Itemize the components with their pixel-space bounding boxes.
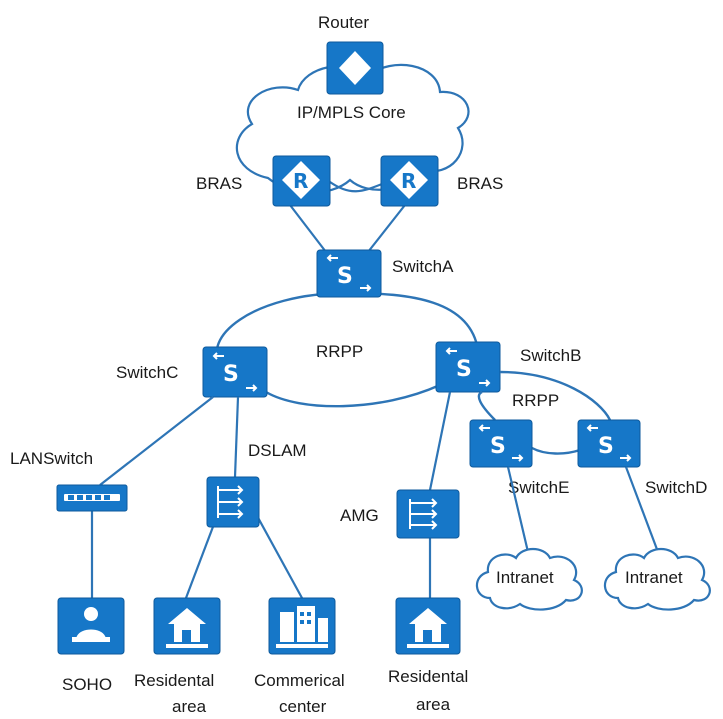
switchd-icon: S — [577, 419, 641, 468]
soho-icon — [57, 597, 125, 655]
link-bras-bras — [329, 181, 383, 193]
dslam-label: DSLAM — [248, 441, 307, 460]
svg-text:S: S — [223, 362, 239, 387]
residential-2-label-line1: Residental — [388, 667, 468, 686]
switche-icon: S — [469, 419, 533, 468]
link-switchb-amg — [428, 391, 452, 491]
rrpp-sub-label: RRPP — [512, 391, 559, 410]
switchc-icon: S — [202, 346, 268, 398]
intranet-1-label: Intranet — [496, 568, 554, 587]
residential-1-label-line2: area — [172, 697, 207, 716]
svg-text:S: S — [456, 357, 472, 382]
svg-text:S: S — [490, 434, 506, 459]
intranet-cloud-1 — [475, 547, 583, 611]
link-switche-intranet — [506, 466, 530, 553]
link-switchc-lanswitch — [99, 396, 214, 486]
commercial-center-icon — [268, 597, 336, 655]
svg-text:R: R — [401, 169, 416, 193]
switcha-label: SwitchA — [392, 257, 454, 276]
intranet-cloud-2 — [603, 547, 711, 611]
dslam-icon — [206, 476, 260, 528]
link-switchd-intranet — [624, 466, 660, 553]
switche-label: SwitchE — [508, 478, 569, 497]
router-label: Router — [318, 13, 369, 32]
bras-right-icon: R — [380, 155, 439, 207]
amg-label: AMG — [340, 506, 379, 525]
rrpp-main-label: RRPP — [316, 342, 363, 361]
link-bras-left-switcha — [289, 204, 327, 253]
switchd-label: SwitchD — [645, 478, 707, 497]
residential-1-label-line1: Residental — [134, 671, 214, 690]
commercial-label-line1: Commerical — [254, 671, 345, 690]
bras-left-label: BRAS — [196, 174, 242, 193]
bras-right-label: BRAS — [457, 174, 503, 193]
router-icon — [326, 41, 384, 95]
switchc-label: SwitchC — [116, 363, 178, 382]
residential-area-2-icon — [395, 597, 461, 655]
amg-icon — [396, 489, 460, 539]
bras-left-icon: R — [272, 155, 331, 207]
commercial-label-line2: center — [279, 697, 327, 716]
soho-label: SOHO — [62, 675, 112, 694]
rrpp-sub-ring — [477, 370, 612, 455]
core-label: IP/MPLS Core — [297, 103, 406, 122]
lanswitch-icon — [56, 484, 128, 512]
intranet-2-label: Intranet — [625, 568, 683, 587]
residential-2-label-line2: area — [416, 695, 451, 714]
svg-text:S: S — [598, 434, 614, 459]
switcha-icon: S — [316, 249, 382, 298]
svg-text:S: S — [337, 264, 353, 289]
link-bras-right-switcha — [367, 204, 406, 253]
link-switchc-dslam — [233, 396, 240, 478]
svg-text:R: R — [293, 169, 308, 193]
lanswitch-label: LANSwitch — [10, 449, 93, 468]
switchb-label: SwitchB — [520, 346, 581, 365]
residential-area-1-icon — [153, 597, 221, 655]
switchb-icon: S — [435, 341, 501, 393]
